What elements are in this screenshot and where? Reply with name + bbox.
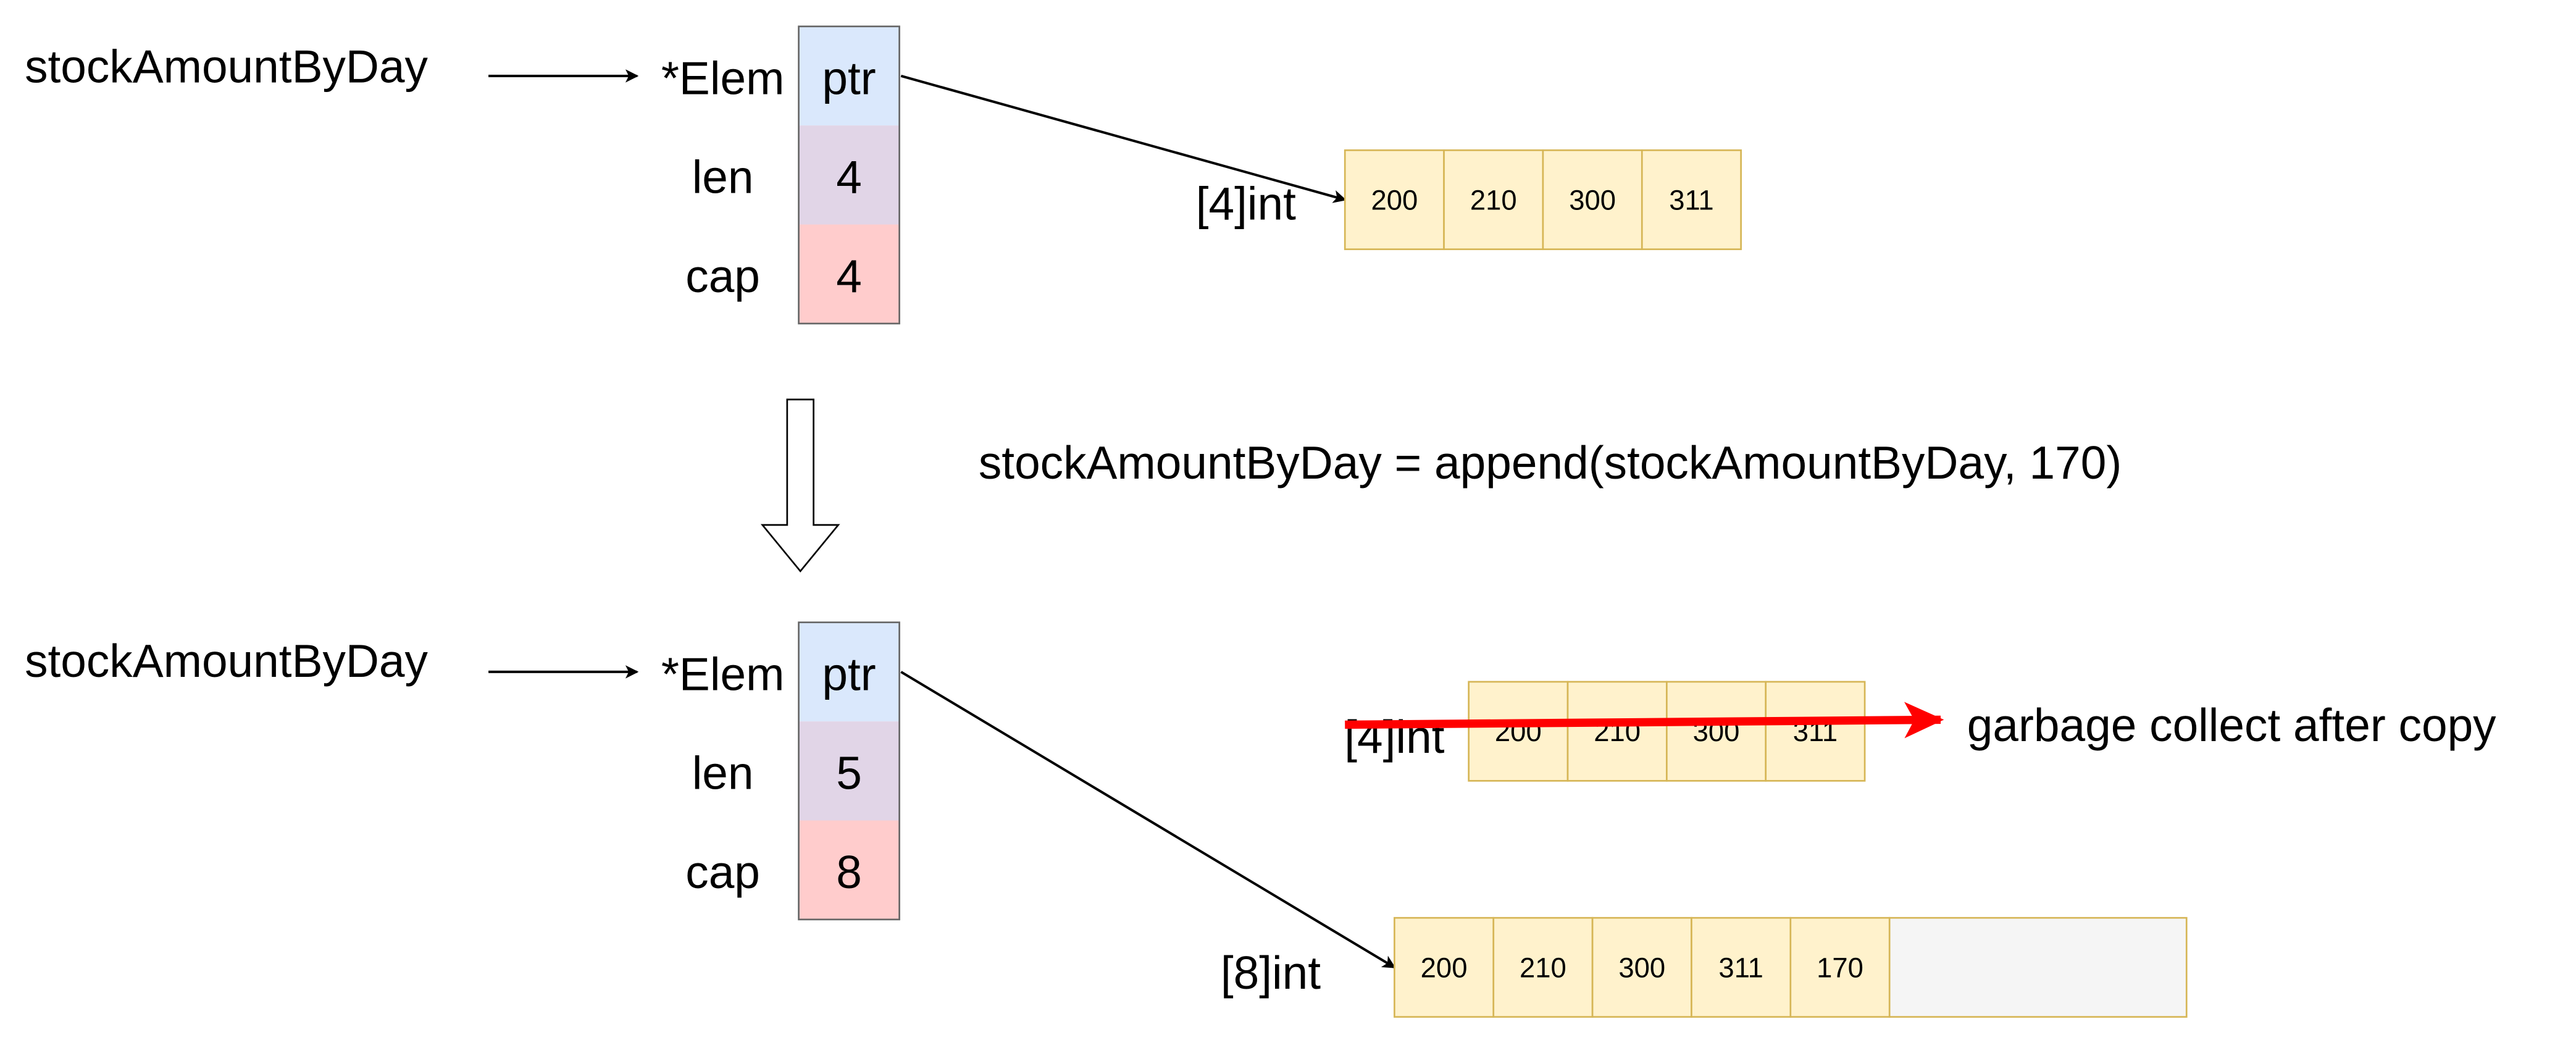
before-elem-label: *Elem xyxy=(661,52,785,104)
before-array-cell-value: 210 xyxy=(1470,184,1517,216)
before-cap-cell xyxy=(798,224,900,324)
old-array-cell xyxy=(1666,681,1767,782)
after-ptr-arrow xyxy=(900,671,1396,969)
after-len-cell xyxy=(798,721,900,821)
before-header-border xyxy=(798,25,900,325)
before-array-cell-value: 300 xyxy=(1569,184,1616,216)
new-array-cell-value: 210 xyxy=(1520,952,1566,983)
before-cap-value: 4 xyxy=(836,250,862,302)
before-len-cell xyxy=(798,125,900,225)
before-array-cell-value: 200 xyxy=(1371,184,1418,216)
before-array-cell-value: 311 xyxy=(1669,184,1713,216)
old-array-cell xyxy=(1765,681,1866,782)
new-array-cell xyxy=(1591,916,1692,1018)
before-cap-label: cap xyxy=(685,250,760,302)
before-variable-label: stockAmountByDay xyxy=(25,41,428,93)
after-variable-label: stockAmountByDay xyxy=(25,635,428,687)
before-len-value: 4 xyxy=(836,151,862,203)
new-array: 200 210 300 311 170 xyxy=(1394,916,2188,1018)
cross-out-arrow xyxy=(1345,702,1944,739)
before-slice-header: *Elem len cap ptr 4 4 xyxy=(661,25,900,325)
new-array-cell-value: 170 xyxy=(1817,952,1863,983)
new-array-cell-value: 300 xyxy=(1618,952,1665,983)
old-array-type-label: [4]int xyxy=(1344,711,1444,763)
new-array-type-label: [8]int xyxy=(1221,947,1321,999)
new-array-cell-value: 200 xyxy=(1421,952,1468,983)
after-len-value: 5 xyxy=(836,747,862,799)
new-array-unused-capacity xyxy=(1888,916,2188,1018)
before-state: stockAmountByDay *Elem len cap ptr 4 4 [… xyxy=(25,25,1742,325)
after-cap-label: cap xyxy=(685,846,760,898)
new-array-cell-value: 311 xyxy=(1718,952,1763,983)
append-operation-text: stockAmountByDay = append(stockAmountByD… xyxy=(979,437,2122,489)
new-array-cell xyxy=(1691,916,1792,1018)
before-array-cell xyxy=(1641,149,1742,250)
after-cap-cell xyxy=(798,820,900,920)
after-state: stockAmountByDay *Elem len cap ptr 5 8 2… xyxy=(25,621,2496,1018)
down-arrow-icon xyxy=(760,398,840,572)
after-header-border xyxy=(798,621,900,921)
before-ptr-arrow xyxy=(900,75,1347,203)
new-array-cell xyxy=(1789,916,1891,1018)
before-ptr-cell xyxy=(798,26,900,126)
after-ptr-cell xyxy=(798,622,900,722)
old-array-cell xyxy=(1468,681,1569,782)
new-array-cell xyxy=(1394,916,1495,1018)
garbage-collect-note: garbage collect after copy xyxy=(1967,699,2496,751)
after-slice-header: *Elem len cap ptr 5 8 xyxy=(661,621,900,921)
after-elem-label: *Elem xyxy=(661,648,785,700)
after-len-label: len xyxy=(692,747,754,799)
after-cap-value: 8 xyxy=(836,846,862,898)
after-ptr-value: ptr xyxy=(822,648,876,700)
before-array-type-label: [4]int xyxy=(1196,178,1296,230)
before-array: 200 210 300 311 xyxy=(1344,149,1742,250)
new-array-cell xyxy=(1492,916,1594,1018)
before-array-cell xyxy=(1344,149,1445,250)
old-array-cell xyxy=(1566,681,1668,782)
before-len-label: len xyxy=(692,151,754,203)
before-ptr-value: ptr xyxy=(822,52,876,104)
